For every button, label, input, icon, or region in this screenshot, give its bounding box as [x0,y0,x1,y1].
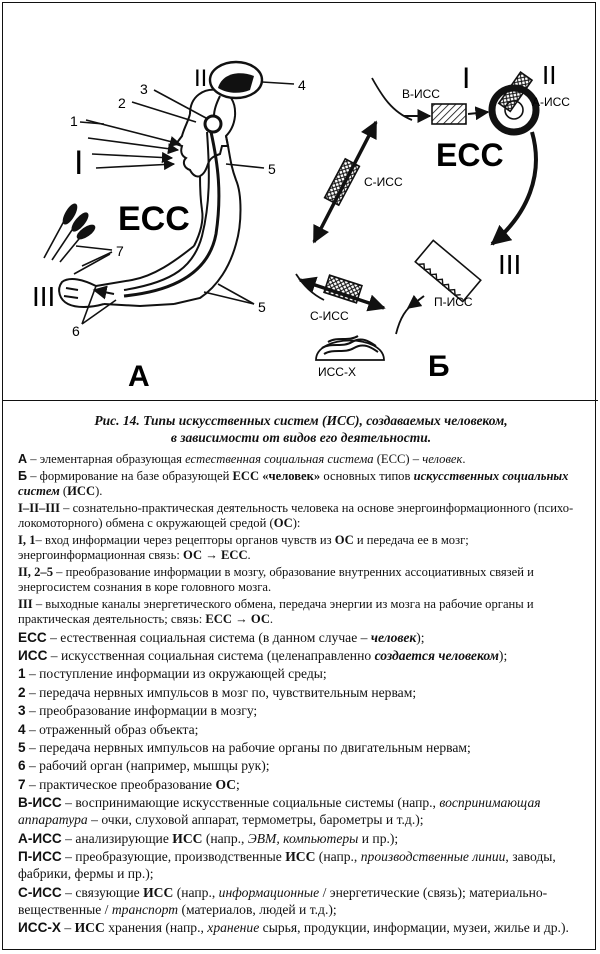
roman-2-label: II [194,65,207,92]
p-iss-label: П-ИСС [434,295,473,309]
legend-item-1: 1 – поступление информации из окружающей… [18,666,327,682]
s-iss-left-block [323,157,361,207]
s-iss-bottom-block [323,274,363,304]
caption-title-line-2: в зависимости от видов его деятельности. [170,430,432,445]
p-iss-block [414,239,482,303]
legend-a: А – элементарная образующая естественная… [18,452,466,466]
roman-3-label: III [32,281,55,312]
legend-roman-3: III – выходные каналы энергетического об… [18,596,534,626]
caption-title-line-1: Рис. 14. Типы искусственных систем (ИСС)… [94,413,508,428]
a-iss-block [497,71,534,113]
num-5-bottom-label: 5 [258,299,266,315]
legend-roman-2: II, 2–5 – преобразование информации в мо… [18,564,534,594]
iss-x-label: ИСС-Х [318,365,356,379]
v-iss-block [431,103,467,125]
legend-item-6: 6 – рабочий орган (например, мышцы рук); [18,758,270,774]
legend-iss-x: ИСС-Х – ИСС хранения (напр., хранение сы… [18,920,569,936]
figure-svg: I II III ЕСС 1 2 3 4 5 5 6 7 А [32,60,570,393]
num-1-label: 1 [70,113,78,129]
panel-b-letter: Б [428,350,450,383]
legend-item-7: 7 – практическое преобразование ОС; [18,776,240,792]
figure-caption: Рис. 14. Типы искусственных систем (ИСС)… [18,412,584,938]
v-iss-label: В-ИСС [402,87,440,101]
caption-title: Рис. 14. Типы искусственных систем (ИСС)… [18,412,584,446]
legend-item-4: 4 – отраженный образ объекта; [18,721,199,737]
s-iss-bottom-label: С-ИСС [310,309,349,323]
motor-nerve-2 [123,131,210,291]
legend-roman-123: I–II–III – сознательно-практическая деят… [18,500,574,530]
legend-item-2: 2 – передача нервных импульсов в мозг по… [18,684,417,700]
s-iss-left-label: С-ИСС [364,175,403,189]
roman-1-label-b: I [462,62,470,95]
legend-s-iss: С-ИСС – связующие ИСС (напр., информацио… [18,884,548,917]
legend-v-iss: В-ИСС – воспринимающие искусственные соц… [18,795,541,828]
legend-iss: ИСС – искусственная социальная система (… [18,647,508,663]
legend-item-5: 5 – передача нервных импульсов на рабочи… [18,739,471,755]
ecc-label-b: ЕСС [436,137,504,173]
figure-area: I II III ЕСС 1 2 3 4 5 5 6 7 А [4,4,596,399]
num-3-label: 3 [140,81,148,97]
roman-1-label: I [74,144,83,182]
brain-icon [203,114,223,134]
legend-b: Б – формирование на базе образующей ЕСС … [18,468,569,498]
legend-ecc: ЕСС – естественная социальная система (в… [18,629,425,645]
roman-2-label-b: II [542,60,556,90]
num-6-label: 6 [72,323,80,339]
legend-a-iss: А-ИСС – анализирующие ИСС (напр., ЭВМ, к… [18,830,399,846]
panel-a: I II III ЕСС 1 2 3 4 5 5 6 7 А [32,60,306,393]
legend-item-3: 3 – преобразование информации в мозгу; [18,703,258,719]
legend-p-iss: П-ИСС – преобразующие, производственные … [18,849,556,882]
figure-caption-divider [2,400,598,401]
panel-a-letter: А [128,360,150,393]
ecc-label-a: ЕСС [118,200,190,238]
num-2-label: 2 [118,95,126,111]
a-iss-label: А-ИСС [532,95,570,109]
panel-b: I II III В-ИСС А-ИСС С-ИСС С-ИСС П-ИСС И… [295,60,570,383]
num-5-top-label: 5 [268,161,276,177]
num-7-label: 7 [116,243,124,259]
num-4-label: 4 [298,77,306,93]
motor-nerve [123,131,221,298]
reflected-object-icon [218,73,254,93]
roman-3-label-b: III [498,249,521,280]
flow-arrow-right [490,131,538,246]
legend-roman-1: I, 1– вход информации через рецепторы ор… [18,532,469,562]
wheat-icon [43,203,96,263]
